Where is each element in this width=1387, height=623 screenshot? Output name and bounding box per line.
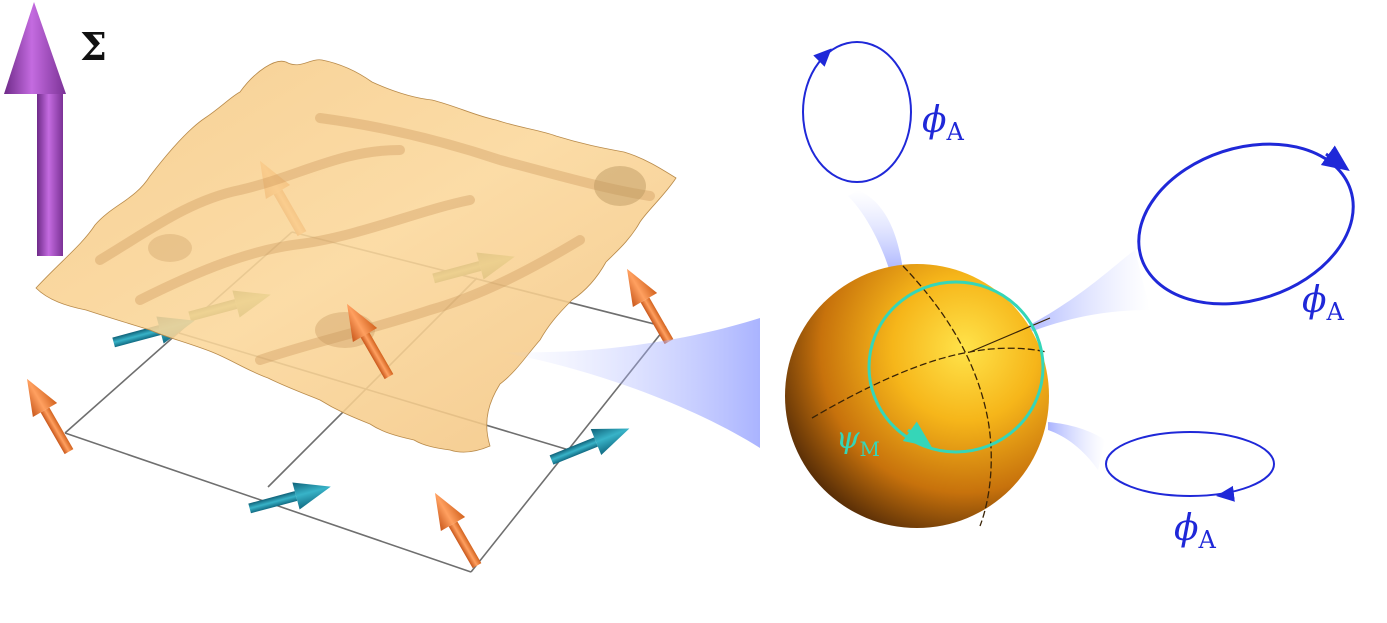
phi-label-bottom: ϕA xyxy=(1174,508,1217,554)
monopole-sphere xyxy=(785,264,1051,528)
spin-arrow-icon xyxy=(14,371,82,459)
spin-arrow-icon xyxy=(614,261,682,349)
phi-loop-top xyxy=(802,41,912,183)
sigma-arrow-icon xyxy=(4,2,66,256)
psi-label: ψM xyxy=(836,421,880,461)
zoom-halo xyxy=(500,318,760,448)
phi-loop-right xyxy=(1137,142,1355,306)
phi-loop-bottom xyxy=(1105,431,1275,502)
phi-label-top: ϕA xyxy=(922,100,965,146)
psi-loop xyxy=(867,280,1045,454)
psi-loop-arrow-icon xyxy=(902,421,932,447)
phi-label-right: ϕA xyxy=(1302,280,1345,326)
spin-arrow-icon xyxy=(246,473,335,522)
loop-halos xyxy=(848,190,1150,470)
sigma-label: Σ xyxy=(80,24,107,69)
spin-arrow-icon xyxy=(546,415,635,473)
fluctuating-surface xyxy=(35,59,677,453)
